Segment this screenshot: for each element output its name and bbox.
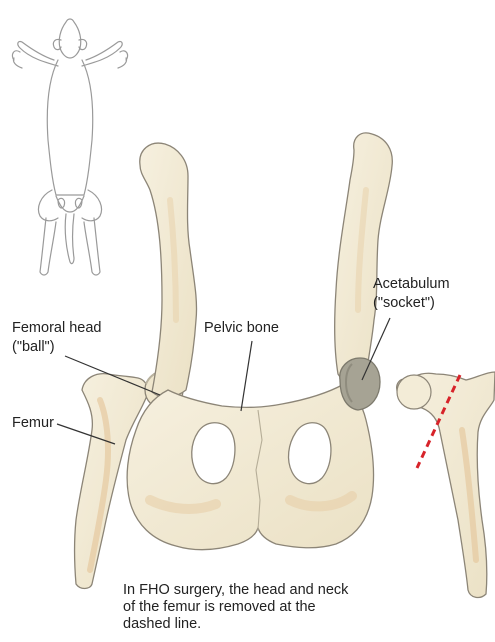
label-pelvic-bone: Pelvic bone — [204, 319, 279, 337]
label-femur: Femur — [12, 414, 54, 432]
label-acetabulum: Acetabulum — [373, 275, 450, 293]
caption: In FHO surgery, the head and neck of the… — [123, 582, 423, 633]
dog-outline-thumbnail — [12, 19, 127, 275]
leader-pelvic-bone — [241, 341, 252, 411]
right-femur — [397, 372, 495, 597]
pelvis — [127, 133, 392, 550]
caption-line-3: dashed line. — [123, 616, 423, 633]
label-femoral-head-ball: ("ball") — [12, 338, 55, 356]
caption-line-2: of the femur is removed at the — [123, 599, 423, 616]
label-acetabulum-socket: ("socket") — [373, 294, 435, 312]
label-femoral-head: Femoral head — [12, 319, 101, 337]
caption-line-1: In FHO surgery, the head and neck — [123, 582, 423, 599]
